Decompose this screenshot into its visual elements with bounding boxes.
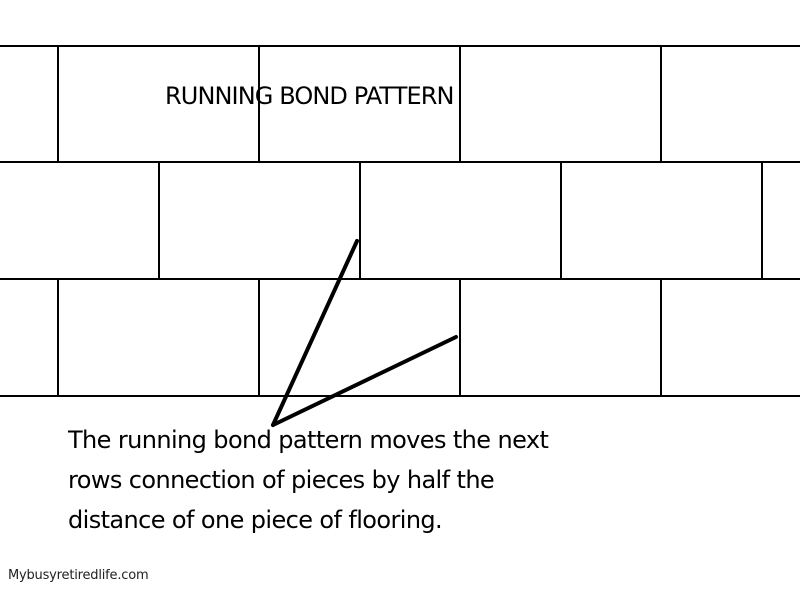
row-1-joints [57,46,662,162]
pointer-line-lower-joint [271,335,458,427]
caption-line: distance of one piece of flooring. [68,506,443,534]
caption-text: The running bond pattern moves the next … [68,420,768,540]
row-2-joints [158,162,763,279]
pointer-line-upper-joint [271,239,359,427]
site-watermark: Mybusyretiredlife.com [8,568,149,583]
pointer-lines [271,239,458,427]
row-3-joints [57,279,662,396]
diagram-title: RUNNING BOND PATTERN [165,82,454,110]
row-lines [0,45,800,397]
caption-line: The running bond pattern moves the next [68,426,549,454]
caption-line: rows connection of pieces by half the [68,466,495,494]
